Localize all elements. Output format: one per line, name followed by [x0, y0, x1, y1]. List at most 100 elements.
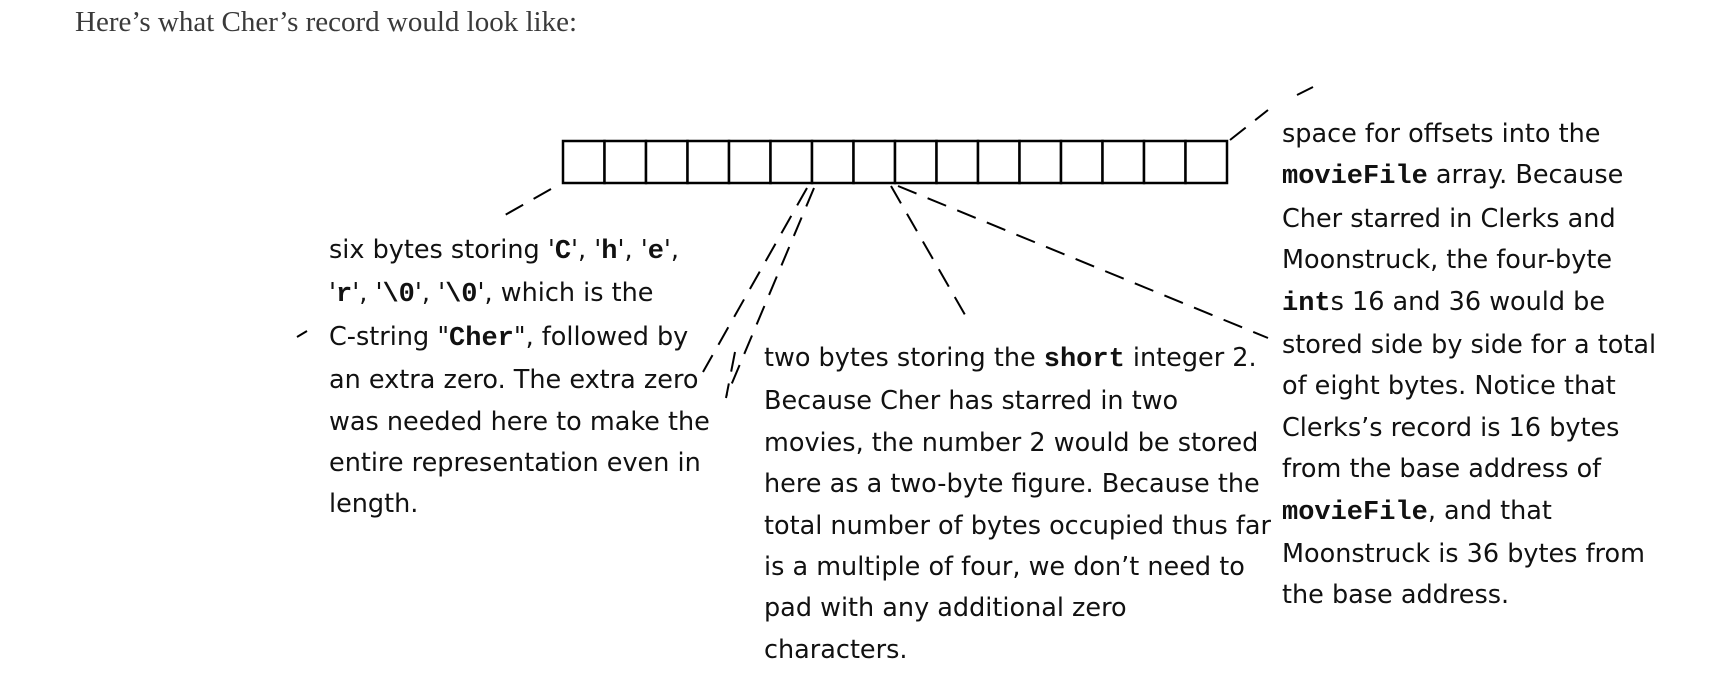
code-token: Cher: [449, 323, 514, 354]
caption-text: was needed here to make the: [329, 406, 710, 437]
caption-text: ", followed by: [513, 321, 689, 352]
caption-string-bytes: six bytes storing 'C', 'h', 'e','r', '\0…: [329, 230, 710, 526]
caption-line: characters.: [764, 630, 1271, 671]
caption-line: movies, the number 2 would be stored: [764, 423, 1271, 464]
caption-line: two bytes storing the short integer 2.: [764, 338, 1271, 381]
byte-cell: [1018, 139, 1063, 185]
caption-line: Because Cher has starred in two: [764, 381, 1271, 422]
caption-text: Moonstruck is 36 bytes from: [1282, 539, 1645, 570]
caption-text: an extra zero. The extra zero: [329, 365, 699, 396]
byte-cell: [852, 139, 897, 185]
callout-line-short-c: [725, 351, 736, 399]
caption-text: movies, the number 2 would be stored: [764, 427, 1259, 458]
byte-cell: [935, 139, 980, 185]
caption-text: Clerks’s record is 16 bytes: [1282, 412, 1620, 443]
byte-cell: [1184, 139, 1229, 185]
caption-line: of eight bytes. Notice that: [1282, 366, 1656, 407]
caption-line: 'r', '\0', '\0', which is the: [329, 273, 710, 316]
caption-text: from the base address of: [1282, 454, 1602, 485]
code-token: e: [647, 237, 664, 267]
caption-line: stored side by side for a total: [1282, 325, 1656, 366]
caption-text: ', which is the: [477, 278, 654, 309]
caption-text: pad with any additional zero: [764, 593, 1127, 624]
byte-cell: [769, 139, 814, 185]
caption-line: entire representation even in: [329, 443, 710, 484]
caption-text: Cher starred in Clerks and: [1282, 203, 1616, 234]
caption-line: an extra zero. The extra zero: [329, 360, 710, 401]
byte-cell: [686, 139, 731, 185]
caption-text: space for offsets into the: [1282, 119, 1601, 149]
callout-line-offsets-tick: [1296, 86, 1314, 96]
code-token: r: [336, 280, 353, 311]
callout-line-string: [504, 188, 552, 216]
callout-line-short-b: [702, 187, 808, 373]
caption-line: C-string "Cher", followed by: [329, 317, 710, 360]
callout-line-short-a: [726, 187, 815, 396]
caption-text: C-string ": [329, 321, 450, 352]
caption-text: characters.: [764, 634, 908, 665]
caption-line: Moonstruck, the four-byte: [1282, 240, 1656, 281]
intro-text: Here’s what Cher’s record would look lik…: [75, 6, 578, 38]
caption-text: array. Because: [1427, 160, 1624, 191]
caption-line: movieFile array. Because: [1282, 155, 1656, 198]
byte-cell: [810, 139, 855, 185]
code-token: h: [601, 237, 618, 267]
caption-text: Because Cher has starred in two: [764, 386, 1179, 417]
caption-text: Moonstruck, the four-byte: [1282, 245, 1613, 276]
caption-text: entire representation even in: [329, 448, 701, 479]
caption-text: ',: [663, 235, 680, 265]
caption-line: six bytes storing 'C', 'h', 'e',: [329, 230, 710, 273]
caption-text: length.: [329, 489, 419, 520]
byte-cells: [561, 139, 1229, 185]
caption-line: length.: [329, 484, 710, 525]
byte-cell: [727, 139, 772, 185]
caption-text: two bytes storing the: [764, 343, 1044, 373]
caption-text: s 16 and 36 would be: [1330, 286, 1606, 317]
caption-text: is a multiple of four, we don’t need to: [764, 552, 1245, 583]
caption-line: was needed here to make the: [329, 402, 710, 443]
byte-cell: [603, 139, 648, 185]
caption-line: the base address.: [1282, 575, 1656, 616]
caption-line: Clerks’s record is 16 bytes: [1282, 408, 1656, 449]
caption-text: stored side by side for a total: [1282, 330, 1657, 361]
byte-cell: [976, 139, 1021, 185]
caption-movie-offsets: space for offsets into the movieFile arra…: [1282, 114, 1656, 617]
caption-text: ': [329, 278, 337, 309]
callout-line-offsets-top: [1229, 109, 1269, 141]
caption-line: movieFile, and that: [1282, 491, 1656, 534]
caption-line: from the base address of: [1282, 449, 1656, 490]
code-token: movieFile: [1282, 162, 1428, 193]
caption-text: , and that: [1427, 495, 1552, 526]
caption-text: total number of bytes occupied thus far: [764, 510, 1271, 541]
caption-text: the base address.: [1282, 580, 1510, 611]
byte-cell: [1059, 139, 1104, 185]
caption-line: is a multiple of four, we don’t need to: [764, 547, 1271, 588]
byte-cell: [1142, 139, 1187, 185]
byte-cell: [893, 139, 938, 185]
caption-text: here as a two-byte figure. Because the: [764, 469, 1260, 500]
code-token: movieFile: [1282, 497, 1428, 528]
caption-line: Cher starred in Clerks and: [1282, 199, 1656, 240]
caption-text: ', ': [352, 278, 383, 309]
caption-text: ', ': [571, 235, 602, 265]
caption-line: Moonstruck is 36 bytes from: [1282, 534, 1656, 575]
caption-text: of eight bytes. Notice that: [1282, 371, 1616, 402]
caption-line: total number of bytes occupied thus far: [764, 506, 1271, 547]
callout-line-offsets-a: [890, 185, 969, 321]
callout-line-string-tail: [296, 330, 308, 338]
byte-cell: [561, 139, 606, 185]
caption-line: ints 16 and 36 would be: [1282, 282, 1656, 325]
caption-text: ', ': [617, 235, 648, 265]
callout-lines: [296, 86, 1314, 399]
code-token: int: [1282, 288, 1331, 319]
caption-text: six bytes storing ': [329, 235, 555, 265]
code-token: \0: [445, 280, 478, 311]
caption-text: integer 2.: [1124, 343, 1257, 373]
caption-text: ', ': [414, 278, 446, 309]
callout-line-offsets-b: [897, 185, 1269, 339]
caption-line: space for offsets into the: [1282, 114, 1656, 155]
caption-line: pad with any additional zero: [764, 588, 1271, 629]
code-token: \0: [382, 280, 415, 311]
byte-cell: [1101, 139, 1146, 185]
